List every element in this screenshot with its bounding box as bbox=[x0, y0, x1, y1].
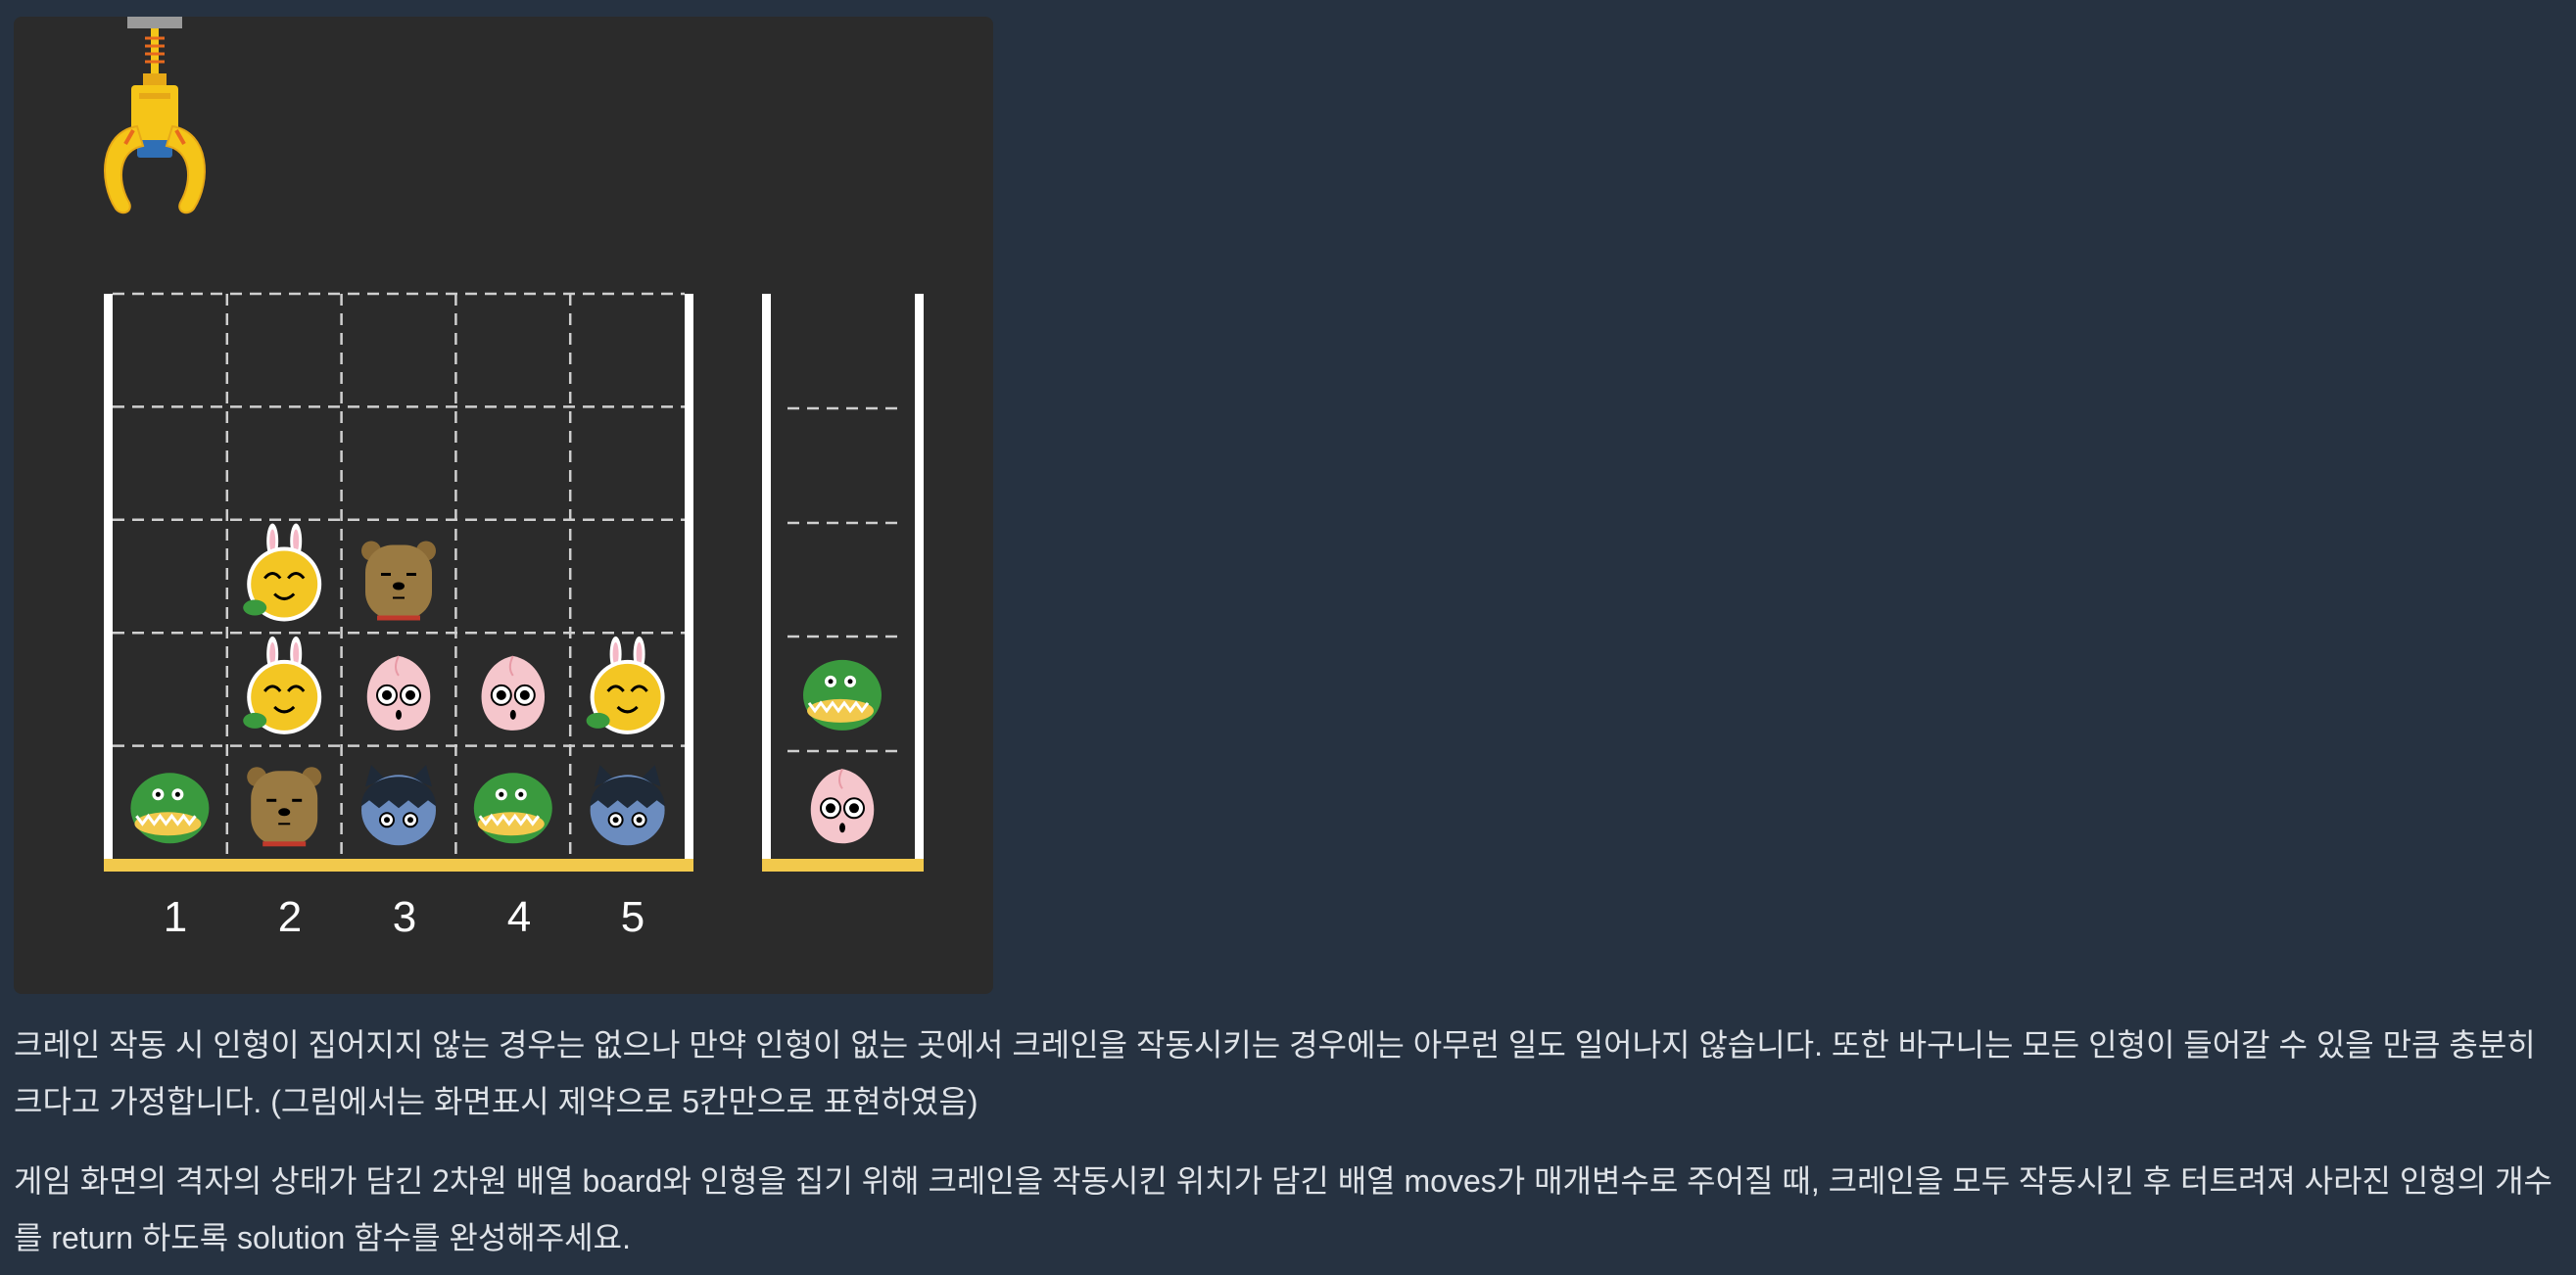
rabbit-doll-icon bbox=[243, 636, 322, 734]
basket-floor bbox=[762, 859, 924, 872]
bear-doll-icon bbox=[361, 541, 436, 621]
column-label-3: 3 bbox=[392, 893, 417, 941]
cat-doll-icon bbox=[361, 765, 436, 846]
crane-claw-icon bbox=[104, 17, 206, 214]
board-right-wall bbox=[685, 294, 693, 868]
column-label-2: 2 bbox=[277, 893, 303, 941]
peach-doll-icon bbox=[481, 655, 546, 731]
board-left-wall bbox=[104, 294, 113, 868]
board-floor bbox=[104, 859, 693, 872]
column-label-4: 4 bbox=[506, 893, 532, 941]
basket-left-wall bbox=[762, 294, 771, 868]
cat-doll-icon bbox=[590, 765, 665, 846]
peach-doll-icon bbox=[366, 655, 431, 731]
peach-doll-icon bbox=[810, 768, 875, 844]
description-paragraph-2: 게임 화면의 격자의 상태가 담긴 2차원 배열 board와 인형을 집기 위… bbox=[14, 1163, 2552, 1255]
doll-layer bbox=[130, 523, 882, 847]
column-label-1: 1 bbox=[163, 893, 188, 941]
bear-doll-icon bbox=[247, 767, 322, 847]
basket-right-wall bbox=[915, 294, 924, 868]
column-label-5: 5 bbox=[620, 893, 645, 941]
crocodile-doll-icon bbox=[473, 773, 552, 844]
claw-machine-figure: 1 2 3 4 5 bbox=[14, 17, 993, 994]
claw-machine-illustration bbox=[104, 17, 924, 872]
crocodile-doll-icon bbox=[130, 773, 210, 844]
rabbit-doll-icon bbox=[243, 523, 322, 622]
board-grid bbox=[113, 292, 899, 859]
description-paragraph-1: 크레인 작동 시 인형이 집어지지 않는 경우는 없으나 만약 인형이 없는 곳… bbox=[14, 1027, 2536, 1119]
rabbit-doll-icon bbox=[586, 636, 665, 734]
crocodile-doll-icon bbox=[803, 659, 882, 731]
